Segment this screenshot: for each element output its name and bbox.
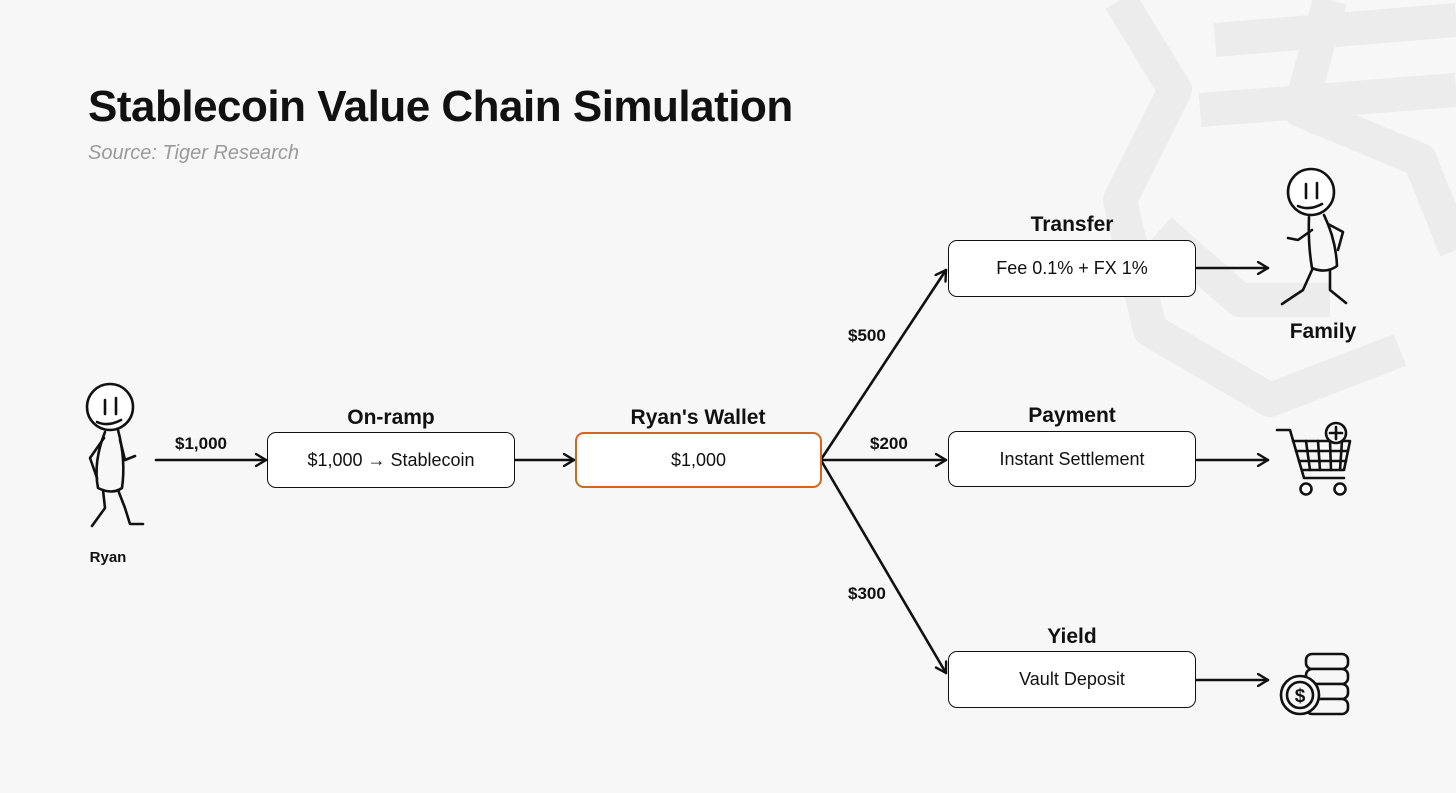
wallet-box: $1,000 [575,432,822,488]
svg-text:$: $ [1295,686,1306,707]
wallet-label: Ryan's Wallet [630,406,766,429]
payment-box: Instant Settlement [948,431,1196,487]
transfer-label: Transfer [1030,213,1114,236]
flow-amount-initial: $1,000 [175,434,227,453]
flow-amount-transfer: $500 [848,326,886,345]
yield-box: Vault Deposit [948,651,1196,708]
transfer-box: Fee 0.1% + FX 1% [948,240,1196,297]
source-caption: Source: Tiger Research [88,142,300,164]
page-title: Stablecoin Value Chain Simulation [88,82,793,131]
onramp-box: $1,000 → Stablecoin [267,432,515,488]
onramp-label: On-ramp [347,406,435,429]
flow-amount-payment: $200 [870,434,908,453]
arrow-wallet-to-transfer [820,268,948,460]
arrow-wallet-to-yield [820,460,946,675]
receiver-name: Family [1289,320,1357,343]
flow-amount-yield: $300 [848,584,886,603]
payment-label: Payment [1028,404,1116,427]
yield-label: Yield [1047,625,1097,648]
sender-name: Ryan [89,549,127,566]
